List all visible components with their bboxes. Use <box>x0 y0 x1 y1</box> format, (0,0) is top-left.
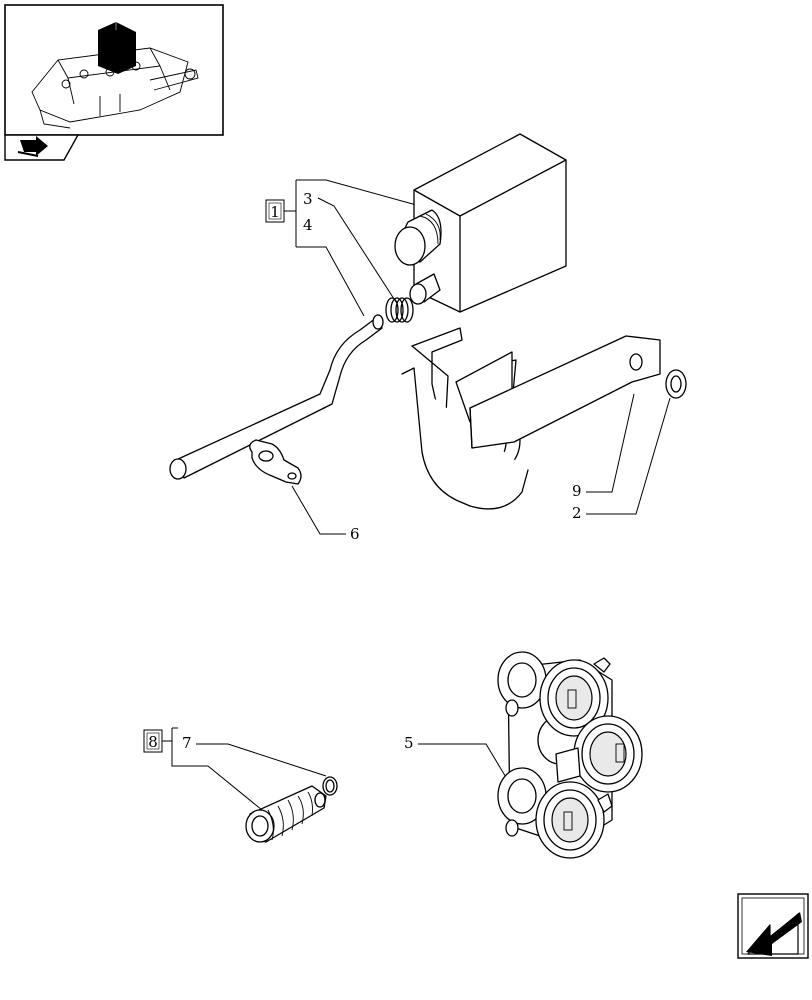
valve-box <box>394 133 567 313</box>
leader-8 <box>172 727 263 811</box>
coupling-cap <box>245 785 327 843</box>
leader-9 <box>586 393 635 493</box>
washer <box>665 369 687 399</box>
back-arrow-icon[interactable] <box>737 893 809 959</box>
tube <box>169 314 384 480</box>
spring <box>385 297 414 323</box>
leader-4 <box>296 246 365 317</box>
callout-5: 5 <box>404 734 414 752</box>
callout-4: 4 <box>303 216 313 234</box>
callout-6: 6 <box>350 525 360 543</box>
callout-3: 3 <box>303 190 313 208</box>
bracket <box>401 327 661 510</box>
leader-1 <box>296 179 421 207</box>
callout-2: 2 <box>572 504 582 522</box>
group-8-callout: 8 <box>143 728 178 767</box>
leader-6 <box>291 485 346 535</box>
thumbnail-frame[interactable] <box>4 4 224 136</box>
callout-8: 8 <box>148 733 158 751</box>
p-clip <box>249 439 302 485</box>
leader-2 <box>586 397 671 515</box>
leader-3 <box>317 197 397 303</box>
quick-coupler-block <box>497 651 643 859</box>
forward-arrow-icon[interactable] <box>4 134 80 161</box>
callout-9: 9 <box>572 482 582 500</box>
callout-7: 7 <box>182 734 192 752</box>
o-ring <box>322 776 338 796</box>
leader-5 <box>418 743 511 785</box>
callout-1: 1 <box>270 203 280 221</box>
group-1-callout: 1 <box>265 180 297 247</box>
lift-cover-thumbnail <box>31 22 199 129</box>
leader-7 <box>196 743 327 777</box>
